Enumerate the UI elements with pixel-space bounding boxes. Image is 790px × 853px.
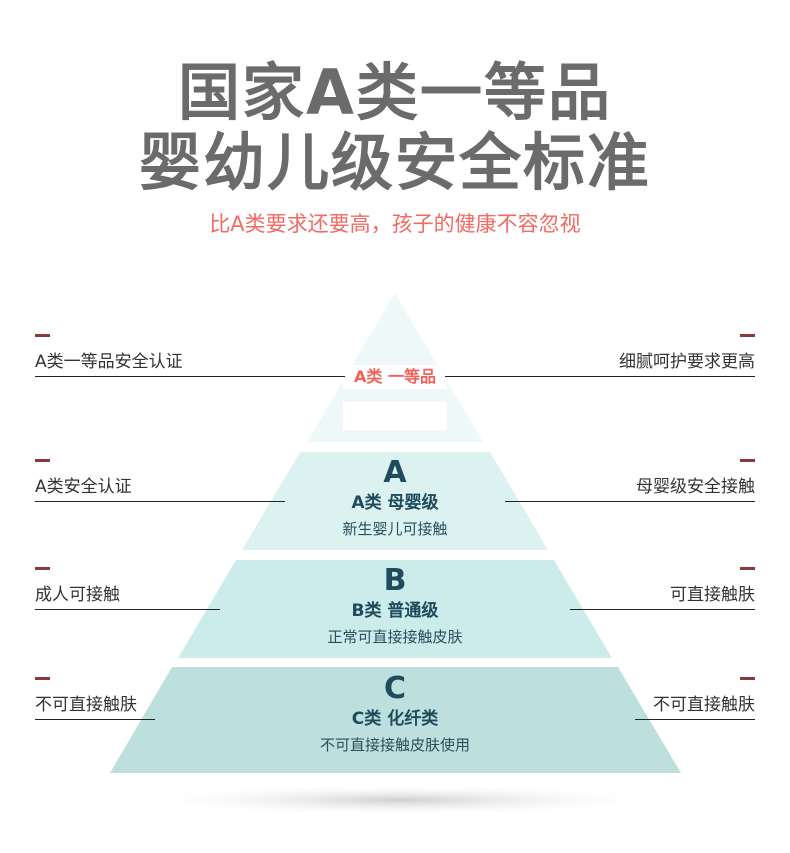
left-dash xyxy=(35,459,50,462)
right-line xyxy=(635,719,755,720)
left-dash xyxy=(35,567,50,570)
left-label: 成人可接触 xyxy=(35,585,120,605)
tier-desc: 新生婴儿可接触 xyxy=(342,520,448,538)
top-blank-box xyxy=(343,402,447,430)
left-line xyxy=(35,719,155,720)
tier-letter: B xyxy=(383,563,407,598)
tier-c-shape xyxy=(110,667,681,773)
left-label: A类一等品安全认证 xyxy=(35,352,183,372)
right-dash xyxy=(740,459,755,462)
tier-a: A A类 母婴级 新生婴儿可接触 xyxy=(0,456,790,542)
title-line-1: 国家A类一等品 xyxy=(178,56,612,129)
right-line xyxy=(445,376,755,377)
right-label: 母婴级安全接触 xyxy=(636,477,755,497)
tier-name: B类 普通级 xyxy=(351,601,439,621)
right-dash xyxy=(740,567,755,570)
tier-name: A类 母婴级 xyxy=(351,493,439,513)
tier-letter: C xyxy=(383,671,407,706)
pyramid-shadow xyxy=(130,784,670,816)
right-dash xyxy=(740,677,755,680)
right-line xyxy=(570,609,755,610)
tier-b-shape xyxy=(178,560,612,658)
tier-letter: A xyxy=(383,455,407,490)
left-line xyxy=(35,501,285,502)
tier-b: B B类 普通级 正常可直接接触皮肤 xyxy=(0,564,790,650)
right-label: 细腻呵护要求更高 xyxy=(619,352,755,372)
left-label: A类安全认证 xyxy=(35,477,132,497)
left-dash xyxy=(35,677,50,680)
tier-c: C C类 化纤类 不可直接接触皮肤使用 xyxy=(0,672,790,758)
right-dash xyxy=(740,334,755,337)
left-label: 不可直接触肤 xyxy=(35,695,137,715)
tier-a-shape xyxy=(242,452,548,550)
tier-desc: 不可直接接触皮肤使用 xyxy=(319,736,470,754)
left-line xyxy=(35,376,345,377)
tier-desc: 正常可直接接触皮肤 xyxy=(327,628,463,646)
subtitle: 比A类要求还要高，孩子的健康不容忽视 xyxy=(209,212,581,236)
title-line-2: 婴幼儿级安全标准 xyxy=(138,126,651,199)
right-label: 可直接触肤 xyxy=(670,585,755,605)
tier-name: C类 化纤类 xyxy=(351,709,439,729)
right-label: 不可直接触肤 xyxy=(653,695,755,715)
top-tier-label: A类 一等品 xyxy=(343,365,447,389)
left-dash xyxy=(35,334,50,337)
right-line xyxy=(505,501,755,502)
left-line xyxy=(35,609,220,610)
